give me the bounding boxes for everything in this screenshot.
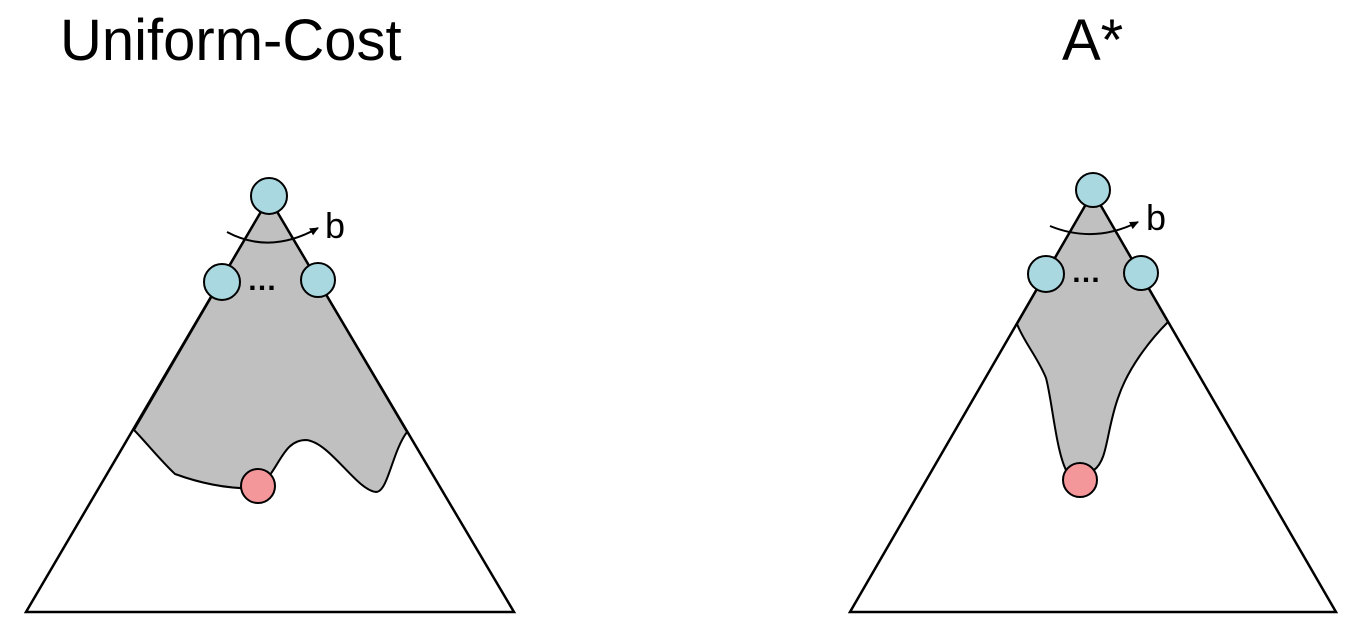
astar-search-tree-triangle: [847, 189, 1339, 614]
uniform-cost-title: Uniform-Cost: [60, 8, 402, 73]
ucs-child-node-left: [203, 263, 241, 301]
astar-ellipsis: …: [1071, 256, 1101, 289]
astar-child-node-left: [1027, 255, 1065, 293]
astar-child-node-right: [1123, 255, 1159, 291]
uniform-cost-panel: b …: [23, 177, 517, 614]
astar-branching-arrow: [1049, 221, 1139, 235]
astar-root-node: [1075, 172, 1111, 208]
ucs-branching-arrow: [226, 227, 319, 244]
ucs-ellipsis: …: [247, 264, 277, 297]
astar-branching-label: b: [1146, 197, 1166, 238]
astar-goal-node: [1062, 462, 1098, 498]
a-star-panel: b …: [847, 172, 1339, 614]
a-star-title: A*: [1062, 8, 1124, 73]
ucs-branching-label: b: [325, 205, 345, 246]
ucs-child-node-right: [300, 262, 336, 298]
ucs-explored-region: [133, 197, 408, 493]
ucs-root-node: [250, 177, 288, 215]
ucs-goal-node: [240, 468, 276, 504]
ucs-search-tree-triangle: [23, 195, 517, 614]
